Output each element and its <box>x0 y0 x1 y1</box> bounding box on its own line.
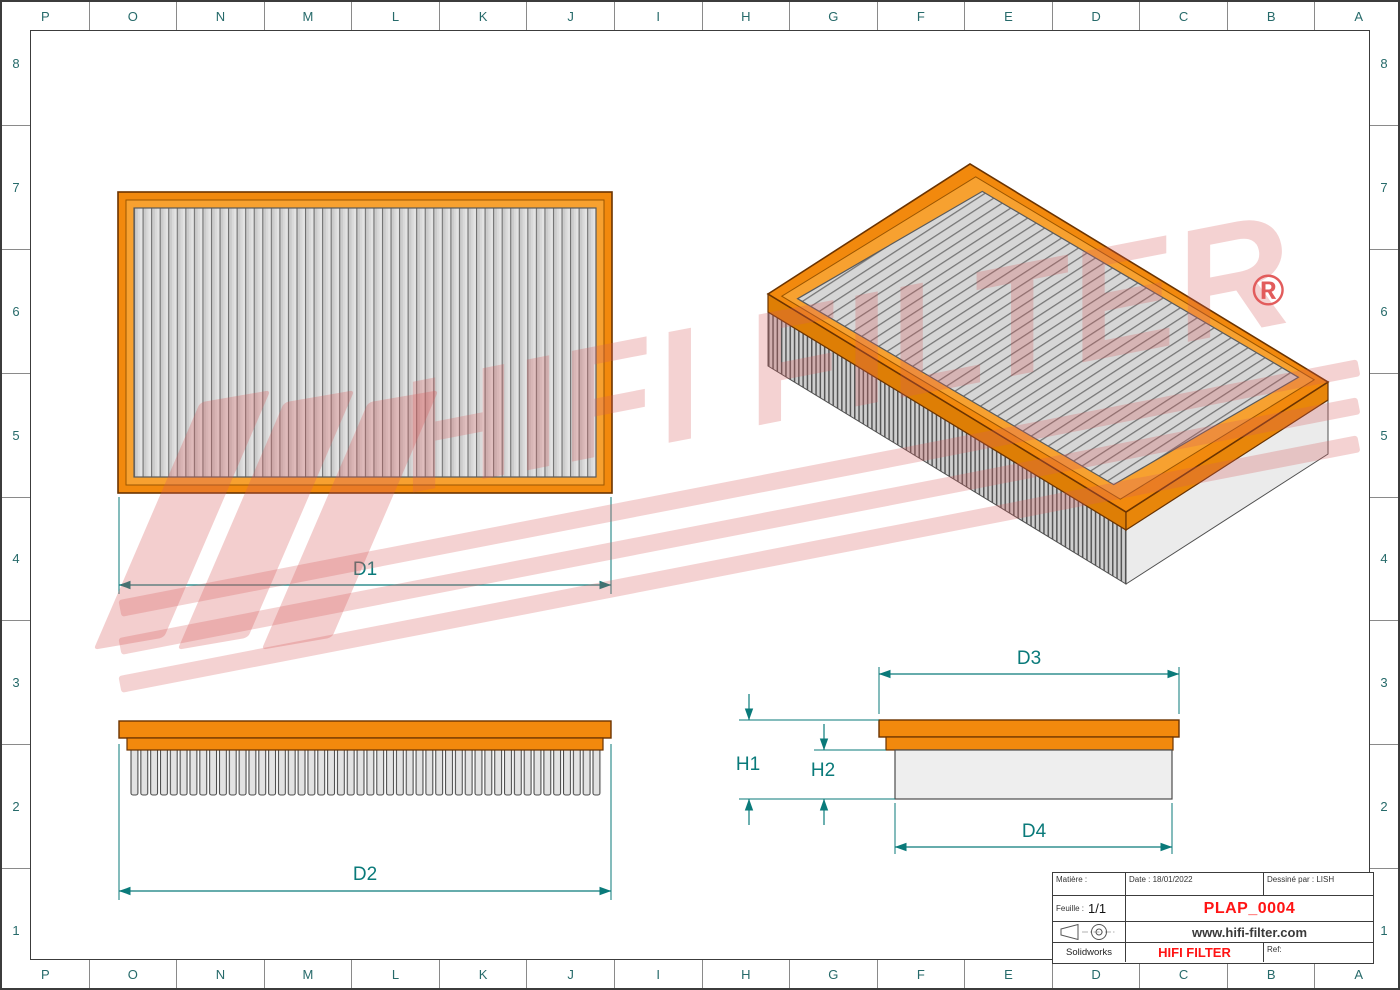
grid-column-label: C <box>1140 960 1228 988</box>
grid-column-label: B <box>1228 2 1316 30</box>
software-label: Solidworks <box>1066 947 1112 958</box>
grid-column-label: C <box>1140 2 1228 30</box>
drawn-by-label: Dessiné par : LISH <box>1267 875 1335 884</box>
grid-column-label: M <box>265 960 353 988</box>
top-view <box>117 191 613 494</box>
profile-frame-lip <box>885 736 1174 751</box>
profile-media-body <box>894 749 1173 800</box>
material-label: Matière : <box>1056 875 1088 884</box>
grid-row-label: 7 <box>1370 126 1398 250</box>
grid-column-label: N <box>177 2 265 30</box>
dimension-label-h1: H1 <box>736 754 760 775</box>
grid-column-label: L <box>352 960 440 988</box>
grid-column-label: L <box>352 2 440 30</box>
grid-column-label: F <box>878 960 966 988</box>
grid-column-label: K <box>440 960 528 988</box>
grid-column-label: E <box>965 960 1053 988</box>
grid-column-label: K <box>440 2 528 30</box>
grid-column-label: D <box>1053 960 1141 988</box>
profile-frame-bar <box>878 719 1180 738</box>
material-cell: Matière : <box>1053 873 1125 895</box>
grid-column-label: A <box>1354 966 1364 982</box>
date-label: Date : 18/01/2022 <box>1129 875 1193 884</box>
dimension-label-h2: H2 <box>811 760 835 781</box>
dimension-label-d3: D3 <box>1017 648 1041 669</box>
front-pleat-comb <box>130 748 602 797</box>
grid-row-label: 1 <box>1380 923 1388 939</box>
grid-row-label: 3 <box>1370 621 1398 746</box>
grid-column-label: J <box>527 960 615 988</box>
dimension-lines <box>118 497 1180 900</box>
front-frame-bar <box>118 720 612 739</box>
grid-column-label: D <box>1053 2 1141 30</box>
grid-column-label: G <box>790 960 878 988</box>
dimension-label-d2: D2 <box>353 864 377 885</box>
title-block: Matière : Date : 18/01/2022 Dessiné par … <box>1052 872 1374 964</box>
grid-column-label: M <box>265 2 353 30</box>
part-number: PLAP_0004 <box>1125 896 1373 921</box>
grid-column-label: F <box>878 2 966 30</box>
grid-column-label: A <box>1354 8 1364 24</box>
grid-row-label: 3 <box>2 621 30 746</box>
grid-column-label: O <box>90 2 178 30</box>
profile-view <box>878 719 1180 800</box>
grid-row-label: 6 <box>1370 250 1398 374</box>
drawn-by-cell: Dessiné par : LISH <box>1263 873 1373 895</box>
sheet-number-cell: Feuille : 1/1 <box>1053 896 1125 921</box>
grid-row-label: 8 <box>2 2 30 126</box>
sheet-number-value: 1/1 <box>1088 901 1107 916</box>
grid-row-label: 6 <box>2 250 30 374</box>
date-cell: Date : 18/01/2022 <box>1125 873 1263 895</box>
ref-label: Ref: <box>1267 945 1282 954</box>
grid-column-label: H <box>703 960 791 988</box>
grid-column-label: G <box>790 2 878 30</box>
grid-row-label: 4 <box>2 498 30 622</box>
grid-column-label: B <box>1228 960 1316 988</box>
grid-row-label: 5 <box>1370 374 1398 498</box>
grid-column-label: E <box>965 2 1053 30</box>
iso-pleated-media <box>796 190 1300 486</box>
projection-symbol-cell <box>1053 922 1125 942</box>
grid-column-label: I <box>615 2 703 30</box>
dimension-labels: D1 D2 D3 D4 H1 H2 <box>353 559 1047 885</box>
ref-cell: Ref: <box>1263 943 1373 962</box>
grid-row-label: 7 <box>2 126 30 250</box>
grid-row-label: 1 <box>12 923 20 939</box>
grid-column-label: I <box>615 960 703 988</box>
dimension-label-d1: D1 <box>353 559 377 580</box>
dimension-label-d4: D4 <box>1022 821 1047 842</box>
grid-column-label: O <box>90 960 178 988</box>
front-view <box>118 720 612 797</box>
grid-column-label: P <box>2 2 90 30</box>
grid-column-label: N <box>177 960 265 988</box>
website-link[interactable]: www.hifi-filter.com <box>1125 922 1373 942</box>
front-frame-lip <box>126 737 604 751</box>
sheet-number-label: Feuille : <box>1056 904 1085 913</box>
brand-name: HIFI FILTER <box>1125 943 1263 962</box>
grid-column-label: P <box>2 960 90 988</box>
grid-row-label: 2 <box>2 745 30 870</box>
grid-column-label: H <box>703 2 791 30</box>
grid-row-label: 4 <box>1370 498 1398 622</box>
grid-row-label: 5 <box>2 374 30 498</box>
grid-column-label: J <box>527 2 615 30</box>
filter-pleated-media <box>133 207 597 478</box>
grid-row-label: 2 <box>1370 745 1398 870</box>
isometric-view <box>766 163 1330 585</box>
first-angle-projection-icon <box>1060 923 1116 941</box>
grid-row-label: 8 <box>1370 2 1398 126</box>
